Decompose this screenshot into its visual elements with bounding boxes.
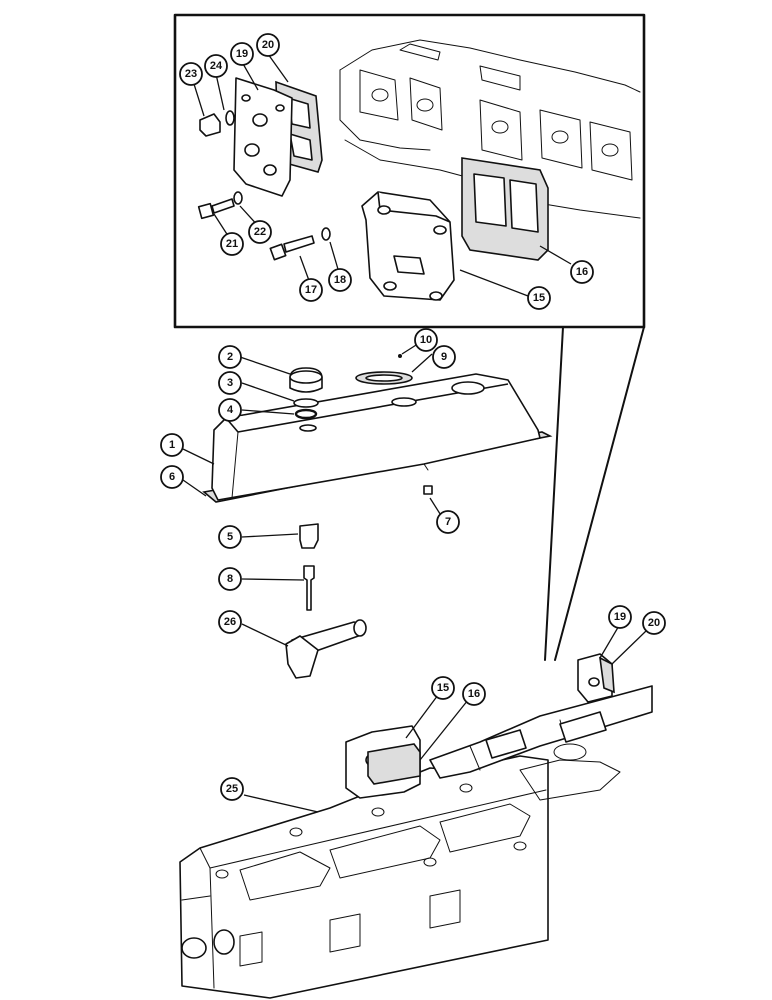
head-manifold-side [429,685,653,801]
svg-text:17: 17 [305,284,317,296]
svg-text:23: 23 [185,68,197,80]
svg-text:15: 15 [437,682,449,694]
svg-text:18: 18 [334,274,346,286]
svg-text:3: 3 [227,377,233,389]
callout-25: 25 [220,777,244,801]
plug-part-23 [199,113,221,137]
callout-8: 8 [218,567,242,591]
svg-text:1: 1 [169,439,175,451]
detail-inset [173,13,646,329]
gasket-part-20-installed [599,656,615,694]
cover-part-15 [361,191,455,301]
svg-text:4: 4 [227,404,234,416]
callout-6: 6 [160,465,184,489]
svg-text:19: 19 [236,48,248,60]
svg-text:15: 15 [533,292,545,304]
callout-15-inset: 15 [527,286,551,310]
callout-4: 4 [218,398,242,422]
callout-18: 18 [328,268,352,292]
seal-ring-part-3 [293,398,319,408]
svg-text:20: 20 [262,39,274,51]
valve-cover-assembly [182,339,553,679]
callout-16-inset: 16 [570,260,594,284]
svg-text:7: 7 [445,516,451,528]
svg-text:2: 2 [227,351,233,363]
callout-22: 22 [248,220,272,244]
callout-5: 5 [218,525,242,549]
plug-part-7 [423,485,433,495]
gasket-part-16-installed [367,743,421,785]
svg-text:16: 16 [468,688,480,700]
washer-part-18 [321,227,331,241]
callout-7: 7 [436,510,460,534]
callout-20-engine: 20 [642,611,666,635]
callout-19-engine: 19 [608,605,632,629]
svg-text:21: 21 [226,238,238,250]
callout-2: 2 [218,345,242,369]
callout-20-inset: 20 [256,33,280,57]
cylinder-head-part-25 [179,755,549,999]
svg-text:5: 5 [227,531,233,543]
bolt-part-21 [197,198,235,220]
pin-part-10 [398,354,402,358]
breather-part-26 [285,619,367,679]
svg-text:26: 26 [224,616,236,628]
svg-text:20: 20 [648,617,660,629]
callout-10: 10 [414,328,438,352]
washer-part-24 [225,110,235,126]
valve-cover-part-1 [211,373,541,501]
svg-text:16: 16 [576,266,588,278]
grommet-part-5 [299,523,319,549]
svg-text:19: 19 [614,611,626,623]
callout-3: 3 [218,371,242,395]
bolt-part-17 [269,235,315,261]
callout-23: 23 [179,62,203,86]
svg-text:9: 9 [441,351,447,363]
svg-text:22: 22 [254,226,266,238]
svg-text:25: 25 [226,783,238,795]
seal-ring-part-4 [294,408,318,420]
callout-21: 21 [220,232,244,256]
callout-16-engine: 16 [462,682,486,706]
callout-9: 9 [432,345,456,369]
svg-text:10: 10 [420,334,432,346]
washer-part-22 [233,191,243,205]
callout-26: 26 [218,610,242,634]
callout-24: 24 [204,54,228,78]
callout-19-inset: 19 [230,42,254,66]
stud-part-8 [303,565,315,611]
svg-text:8: 8 [227,573,233,585]
callout-17: 17 [299,278,323,302]
svg-text:24: 24 [210,60,223,72]
svg-text:6: 6 [169,471,175,483]
callout-1: 1 [160,433,184,457]
callout-15-engine: 15 [431,676,455,700]
